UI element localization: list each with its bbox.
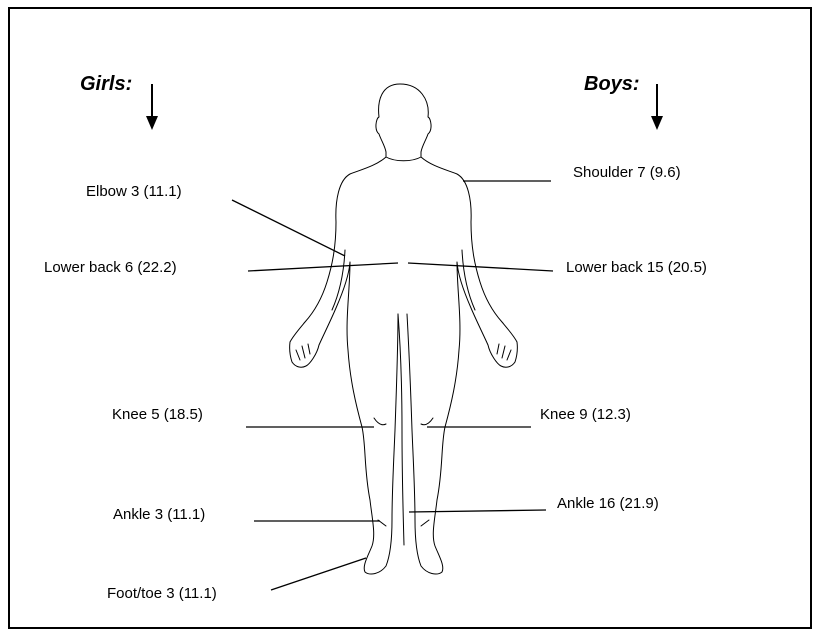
girls-lower-back-leader-line xyxy=(248,263,398,271)
girls-foot-toe-leader-line xyxy=(271,558,366,590)
girls-elbow-leader-line xyxy=(232,200,345,256)
girls-down-arrow-icon xyxy=(146,84,158,130)
boys-ankle-leader-line xyxy=(409,510,546,512)
boys-lower-back-leader-line xyxy=(408,263,553,271)
human-body-outline xyxy=(290,84,518,574)
boys-down-arrow-icon xyxy=(651,84,663,130)
